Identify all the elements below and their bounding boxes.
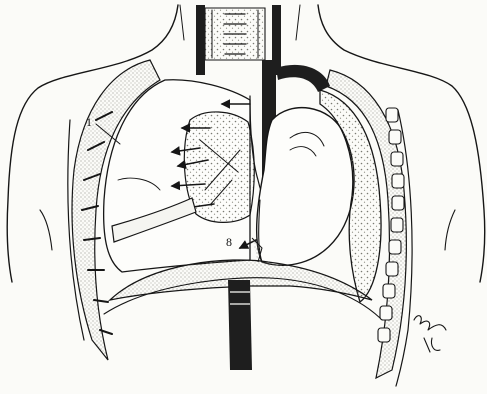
artist-signature xyxy=(414,316,446,352)
label-1: 1 xyxy=(86,115,92,129)
esophagus-tube xyxy=(228,280,252,370)
label-8: 8 xyxy=(226,235,232,249)
trachea-and-neck xyxy=(180,5,300,75)
